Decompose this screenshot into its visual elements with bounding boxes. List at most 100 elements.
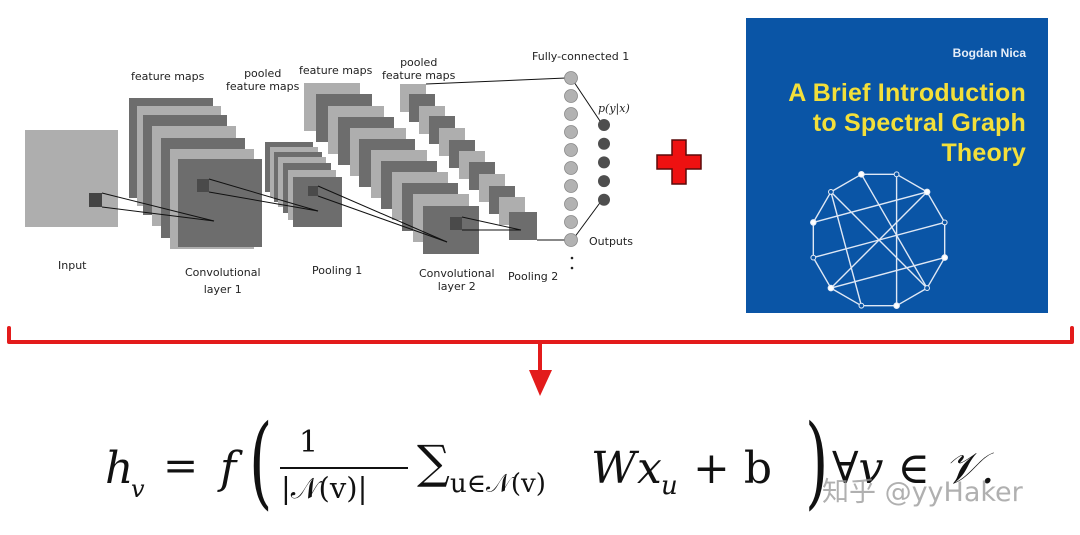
fc-neuron (564, 161, 578, 175)
graph-node (924, 285, 930, 291)
graph-edge (830, 191, 928, 289)
cnn-connections (101, 71, 610, 270)
arrow-head-icon (529, 370, 552, 396)
formula-x: x (637, 443, 662, 494)
pool1-receptive-field (308, 186, 318, 196)
label-feature-maps-1: feature maps (131, 70, 205, 83)
graph-node (941, 254, 948, 261)
plus-icon (656, 139, 702, 185)
fc-neuron (564, 125, 578, 139)
graph-edge (926, 191, 946, 223)
graph-edge (896, 287, 928, 307)
graph-edge (830, 173, 862, 193)
book-title-line: A Brief Introduction (788, 79, 1026, 107)
graph-node (810, 254, 817, 261)
ellipsis-dot (570, 266, 574, 270)
graph-edge (812, 191, 832, 223)
formula-sum: ∑ (417, 435, 450, 489)
connection-line (208, 191, 319, 212)
book-title-line: to Spectral Graph (812, 109, 1026, 137)
output-neuron (598, 137, 610, 150)
output-neuron (598, 156, 610, 169)
formula-left-paren: ( (249, 403, 273, 520)
label-feature-maps-2: feature maps (299, 64, 373, 77)
connection-line (425, 77, 567, 85)
fc-neuron (564, 233, 578, 247)
formula-quantifier: ∀v ∈ 𝒱. (832, 443, 995, 494)
conv2-receptive-field (450, 217, 462, 230)
formula-x-subscript: u (661, 471, 678, 501)
graph-node (893, 171, 900, 178)
fc-neuron (564, 71, 578, 85)
bracket-arrow (7, 326, 1074, 396)
formula-right-paren: ) (805, 403, 829, 520)
formula-lhs: h (105, 443, 134, 494)
book-title-line: Theory (941, 139, 1026, 167)
graph-illustration (810, 171, 948, 309)
connection-line (461, 216, 522, 231)
fc-neuron (564, 89, 578, 103)
graph-edge (860, 173, 928, 289)
watermark: 知乎 @yyHaker (822, 477, 1023, 508)
connection-line (573, 81, 603, 125)
book-author: Bogdan Nica (952, 46, 1026, 60)
label-conv-layer-2: Convolutional layer 2 (419, 267, 495, 293)
graph-edge (830, 191, 863, 306)
feature-map (178, 159, 262, 247)
graph-node (923, 188, 931, 196)
bracket-line (7, 326, 1074, 344)
ellipsis-dot (570, 256, 574, 260)
graph-node (858, 171, 865, 178)
book-title: A Brief Introduction to Spectral Graph T… (788, 78, 1026, 168)
formula-equals: = (163, 441, 199, 490)
graph-node (828, 189, 834, 195)
conv1-receptive-field (197, 179, 209, 192)
graph-node (858, 302, 865, 309)
label-pooled-feature-maps-1: pooled feature maps (226, 67, 300, 93)
gcn-formula: h v = f ( 1 |𝒩(v)| ∑ u∈𝒩(v) W x u + b ) … (105, 403, 1080, 525)
label-conv-layer-1: Convolutional layer 1 (185, 266, 261, 296)
fc-neuron (564, 179, 578, 193)
label-pooled-feature-maps-2: pooled feature maps (382, 56, 456, 82)
formula-fraction-bar (280, 467, 408, 469)
book-cover: Bogdan Nica A Brief Introduction to Spec… (746, 18, 1048, 313)
label-probability: p(y|x) (598, 102, 630, 115)
fc-neuron (564, 107, 578, 121)
label-pooling-2: Pooling 2 (508, 270, 559, 283)
feature-map (509, 212, 537, 240)
connection-line (208, 178, 319, 212)
output-neuron (598, 193, 610, 206)
graph-node (810, 219, 817, 226)
graph-node (893, 302, 900, 309)
graph-edge (813, 191, 928, 224)
graph-node (941, 219, 948, 226)
graph-node (827, 284, 835, 292)
formula-plus-b: + b (693, 443, 773, 494)
label-input: Input (58, 259, 87, 272)
graph-edge (830, 287, 862, 307)
output-neuron (598, 175, 610, 188)
connection-line (317, 195, 448, 243)
input-receptive-field (89, 193, 102, 207)
connection-line (101, 192, 215, 222)
graph-edge (926, 257, 946, 289)
fc-neuron (564, 143, 578, 157)
formula-function: f (220, 443, 237, 494)
fc-neuron (564, 215, 578, 229)
formula-numerator: 1 (299, 425, 319, 460)
connection-line (573, 199, 603, 239)
label-fully-connected-1: Fully-connected 1 (532, 50, 630, 63)
label-outputs: Outputs (589, 235, 633, 248)
graph-edge (812, 257, 832, 289)
formula-lhs-subscript: v (131, 475, 145, 503)
fc-neuron (564, 197, 578, 211)
formula-weight: W (591, 443, 637, 494)
connection-line (317, 185, 448, 243)
graph-edge (896, 173, 928, 193)
label-pooling-1: Pooling 1 (312, 264, 363, 277)
graph-edge (830, 256, 945, 289)
input-image (25, 130, 118, 227)
output-neuron (598, 119, 610, 131)
formula-denominator: |𝒩(v)| (281, 471, 368, 505)
connection-line (101, 206, 215, 222)
